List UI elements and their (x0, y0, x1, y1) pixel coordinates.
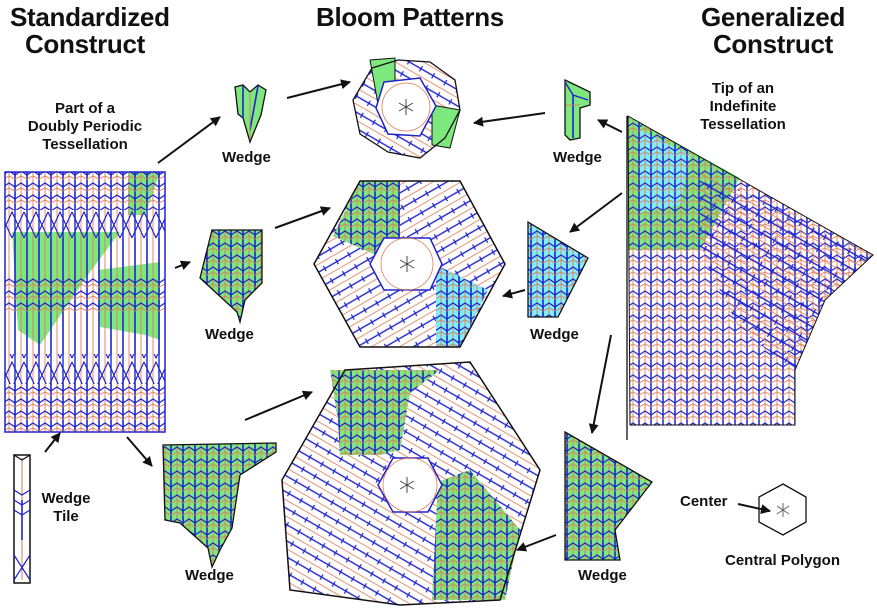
label-center: Center (680, 493, 728, 510)
arrow (502, 288, 526, 299)
arrow (244, 390, 313, 421)
label-line: Indefinite (709, 98, 777, 115)
bloom-pattern-small (352, 57, 461, 159)
wedge-bottom-left (162, 442, 277, 570)
center-asterisk-icon (776, 503, 790, 517)
wedge-tile (13, 454, 31, 584)
arrow (44, 432, 61, 453)
doubly-periodic-tessellation (4, 171, 166, 433)
label-line: Tile (53, 508, 79, 525)
wedge-mid-right (527, 220, 589, 318)
label-line: Part of a (54, 100, 115, 117)
wedge-bottom-right (564, 430, 653, 561)
center-asterisk-icon (398, 99, 414, 115)
arrow (569, 192, 623, 233)
center-asterisk-icon (399, 477, 415, 493)
arrows (44, 79, 623, 552)
label-wedge-mid-left: Wedge (205, 326, 254, 343)
arrow (126, 436, 153, 467)
arrow (516, 534, 557, 552)
label-indefinite-tessellation: Tip of an Indefinite Tessellation (688, 80, 798, 134)
bloom-pattern-large (281, 361, 541, 606)
arrow (274, 206, 331, 229)
label-line: Doubly Periodic (27, 118, 143, 135)
arrow (157, 116, 221, 164)
wedge-small-top-right (564, 78, 591, 141)
wedge-small-top-left (234, 84, 267, 144)
title-generalized-construct: Generalized Construct (688, 2, 858, 60)
central-polygon (377, 457, 443, 513)
title-line-2: Construct (712, 29, 834, 60)
wedge-mid-left (199, 229, 263, 325)
title-line-1: Standardized (10, 2, 170, 32)
label-wedge-bottom-right: Wedge (578, 567, 627, 584)
label-wedge-top-right: Wedge (553, 149, 602, 166)
title-standardized-construct: Standardized Construct (10, 2, 170, 60)
center-asterisk-icon (399, 256, 415, 272)
arrow (174, 260, 191, 270)
title-line-2: Construct (24, 29, 146, 60)
label-central-polygon: Central Polygon (725, 552, 841, 569)
arrow (597, 119, 623, 133)
bloom-pattern-medium (313, 180, 506, 348)
label-line: Tip of an (711, 80, 775, 97)
label-line: Tessellation (700, 116, 786, 133)
arrow (473, 112, 546, 127)
label-line: Tessellation (42, 136, 128, 153)
label-wedge-top-left: Wedge (222, 149, 271, 166)
center-arrow (737, 503, 771, 514)
label-line: Wedge (41, 490, 91, 507)
label-wedge-tile: Wedge Tile (36, 490, 96, 526)
label-wedge-mid-right: Wedge (530, 326, 579, 343)
title-bloom-patterns: Bloom Patterns (316, 2, 504, 32)
indefinite-tessellation (626, 115, 874, 440)
title-line-1: Generalized (700, 2, 846, 32)
arrow (588, 334, 612, 434)
label-wedge-bottom-left: Wedge (185, 567, 234, 584)
central-polygon-legend (737, 483, 807, 536)
arrow (286, 79, 351, 99)
label-doubly-periodic-tessellation: Part of a Doubly Periodic Tessellation (20, 100, 150, 154)
